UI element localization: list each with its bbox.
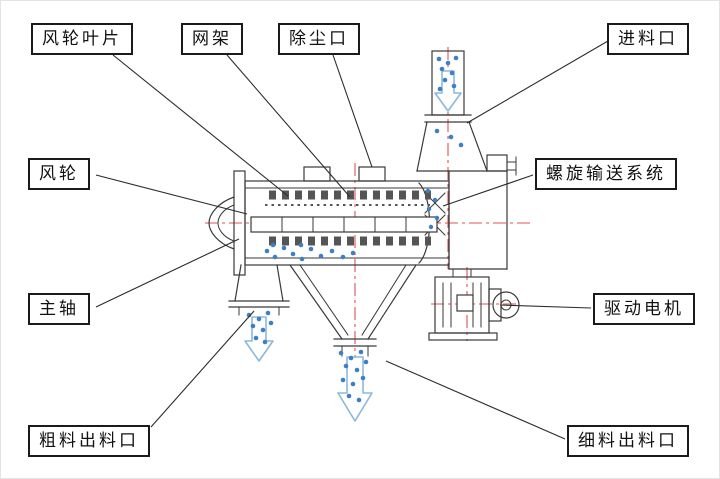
feed-flow-arrow xyxy=(434,70,462,112)
label-dust-port: 除尘口 xyxy=(278,23,360,55)
leader-main-shaft xyxy=(95,238,240,308)
label-fine-outlet: 细料出料口 xyxy=(567,425,689,457)
leader-mesh-frame xyxy=(226,54,351,198)
shaft-stub xyxy=(506,161,517,171)
particles-cylinder xyxy=(264,242,356,262)
leader-screw-conveyor xyxy=(442,174,534,207)
flow-arrows xyxy=(244,70,462,422)
leader-drive-motor xyxy=(499,304,592,309)
label-mesh-frame: 网架 xyxy=(181,23,243,55)
feed-hopper xyxy=(416,50,488,172)
particles-screw xyxy=(425,188,440,230)
centerlines xyxy=(205,47,533,359)
label-feed-inlet: 进料口 xyxy=(607,23,689,55)
leader-feed-inlet xyxy=(466,40,609,124)
particles-coarse-outlet xyxy=(246,310,274,345)
cylinder-internals xyxy=(250,190,438,246)
wind-wheel-cap-outer xyxy=(208,196,235,250)
label-main-shaft: 主轴 xyxy=(28,293,90,325)
fine-outlet-cone xyxy=(289,264,417,357)
leader-blade xyxy=(112,54,289,197)
chute-right xyxy=(276,264,284,302)
motor-base xyxy=(428,332,498,341)
motor-top-lug xyxy=(452,268,472,278)
feed-funnel-left xyxy=(416,121,428,172)
label-wind-wheel: 风轮 xyxy=(28,158,90,190)
leader-lines xyxy=(95,40,609,440)
feed-funnel-right xyxy=(468,121,488,172)
cone-right-inner xyxy=(361,264,407,336)
label-screw-conveyor: 螺旋输送系统 xyxy=(535,158,677,190)
bearing-box xyxy=(486,154,508,172)
cone-left-outer xyxy=(289,264,343,340)
label-drive-motor: 驱动电机 xyxy=(593,293,695,325)
screw-conveyor-housing xyxy=(418,154,517,270)
particles-fine-outlet xyxy=(338,349,369,403)
wind-wheel-cap-inner xyxy=(217,204,235,242)
dust-port-shape xyxy=(358,166,386,182)
motor-pulley-outer xyxy=(492,291,520,319)
leader-fine-outlet xyxy=(385,360,566,440)
leader-dust-port xyxy=(332,54,373,168)
leader-coarse-outlet xyxy=(150,310,255,428)
label-coarse-outlet: 粗料出料口 xyxy=(28,425,150,457)
particles-feed xyxy=(434,55,464,148)
chute-left xyxy=(234,264,242,302)
label-blade: 风轮叶片 xyxy=(31,23,133,55)
cone-right-outer xyxy=(367,264,417,340)
fine-flow-arrow xyxy=(337,356,373,422)
drive-motor-shape xyxy=(428,268,520,341)
motor-terminal-box xyxy=(456,294,474,312)
leader-wind-wheel xyxy=(95,174,248,215)
coarse-outlet-chute xyxy=(228,264,290,316)
cone-left-inner xyxy=(299,264,349,336)
